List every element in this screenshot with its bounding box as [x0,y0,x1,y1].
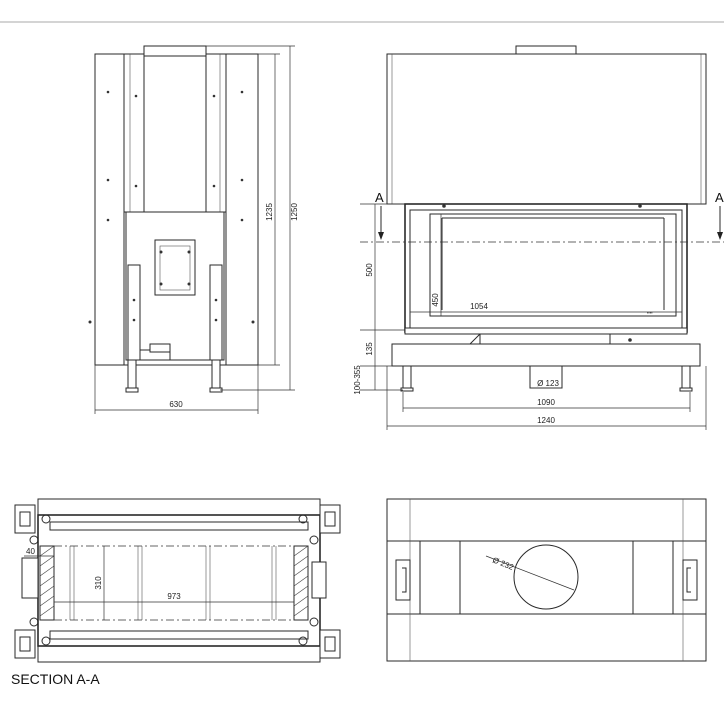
dim-front-1240: 1240 [537,416,555,425]
side-view: 1235 1250 630 [88,45,299,414]
front-view-foot-left [402,365,412,391]
side-view-hatch-plate [154,239,196,296]
dim-front-diam-123: Ø 123 [537,379,559,388]
front-view-flue-collar [515,45,577,55]
front-view: ▪▪▪▪ A A 500 450 1054 135 [353,45,724,430]
section-wall-left [39,545,55,621]
dim-section-310: 310 [94,576,103,590]
section-label: SECTION A-A [11,671,100,687]
front-view-hood [386,53,707,205]
section-wall-right [293,545,309,621]
dim-side-1250: 1250 [290,203,299,221]
dim-front-500: 500 [365,263,374,277]
side-view-body [94,53,259,366]
dim-front-450: 450 [431,293,440,307]
dim-front-100-355: 100-355 [353,365,362,395]
front-view-firebox [404,203,688,333]
section-bottom-rail [37,645,321,663]
section-marker-right: A [715,190,724,205]
dim-front-135: 135 [365,342,374,356]
dim-side-630: 630 [169,400,183,409]
side-view-top-collar [143,45,207,57]
section-corner-hardware [14,504,341,659]
dim-section-973: 973 [167,592,181,601]
top-view: Ø 232 [386,498,707,662]
front-view-glass [429,213,677,317]
side-view-foot-left [127,359,137,391]
section-top-rail [37,498,321,516]
dim-side-1235: 1235 [265,203,274,221]
dim-section-40: 40 [26,547,35,556]
section-marker-left: A [375,190,384,205]
top-view-flue-outlet [513,544,579,610]
section-a-a-view: 40 310 973 SECTION A-A [11,498,341,687]
front-view-foot-right [681,365,691,391]
dim-front-1090: 1090 [537,398,555,407]
dim-front-1054: 1054 [470,302,488,311]
svg-text:▪▪▪▪: ▪▪▪▪ [647,310,653,315]
side-view-foot-right [211,359,221,391]
front-view-base [391,343,701,367]
